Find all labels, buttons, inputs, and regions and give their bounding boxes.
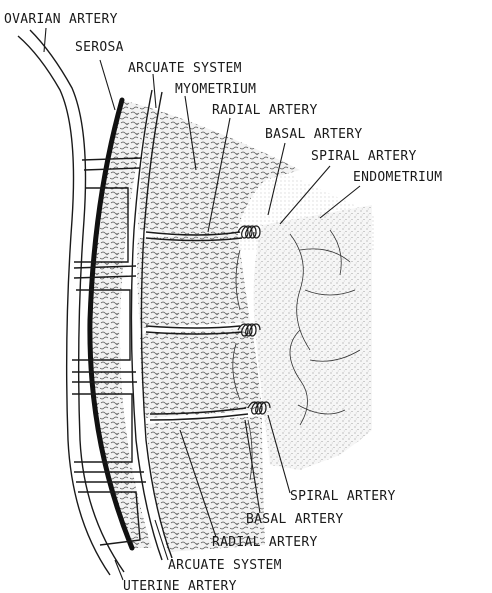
label-radial-artery-top: RADIAL ARTERY: [212, 103, 318, 118]
label-spiral-artery-top: SPIRAL ARTERY: [311, 149, 417, 164]
label-serosa: SEROSA: [75, 40, 124, 55]
label-ovarian-artery: OVARIAN ARTERY: [4, 12, 118, 27]
label-spiral-artery-bottom: SPIRAL ARTERY: [290, 489, 396, 504]
endometrium-region: [254, 205, 372, 470]
label-uterine-artery: UTERINE ARTERY: [123, 579, 237, 593]
label-arcuate-system-bottom: ARCUATE SYSTEM: [168, 558, 282, 573]
label-myometrium: MYOMETRIUM: [175, 82, 256, 97]
myometrium-block-3: [140, 328, 262, 418]
myometrium-block-2: [137, 234, 250, 328]
label-basal-artery-top: BASAL ARTERY: [265, 127, 363, 142]
label-arcuate-system-top: ARCUATE SYSTEM: [128, 61, 242, 76]
label-radial-artery-bottom: RADIAL ARTERY: [212, 535, 318, 550]
label-basal-artery-bottom: BASAL ARTERY: [246, 512, 344, 527]
label-endometrium: ENDOMETRIUM: [353, 170, 442, 185]
